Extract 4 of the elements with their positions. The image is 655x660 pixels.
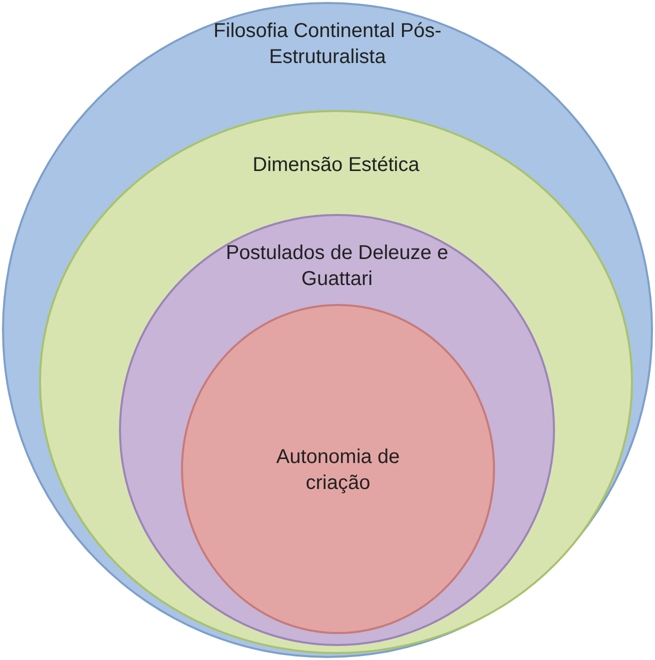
circle-label: Postulados de Deleuze e Guattari (224, 241, 450, 292)
circle-label: Autonomia de criação (275, 445, 401, 496)
circle-label: Filosofia Continental Pós-Estruturalista (212, 19, 442, 70)
circle-label: Dimensão Estética (252, 153, 420, 178)
